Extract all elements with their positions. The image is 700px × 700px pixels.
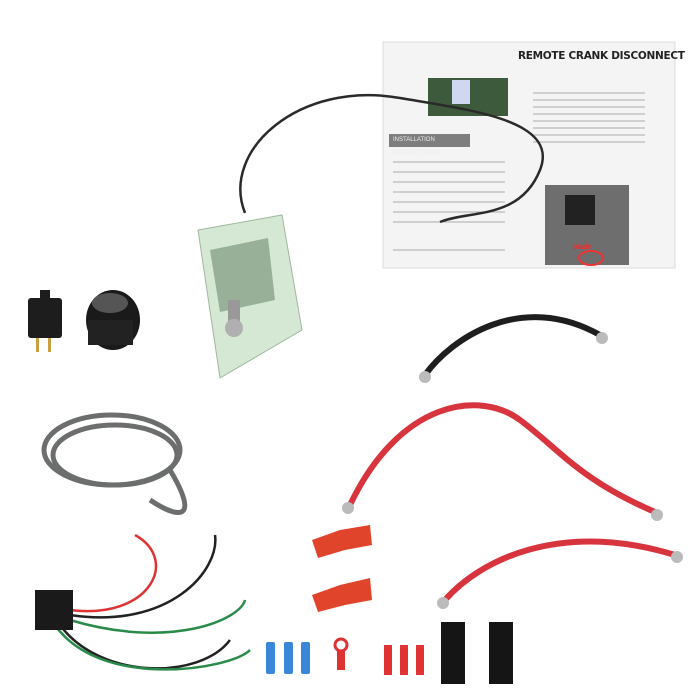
instruction-sheet: [382, 41, 676, 269]
sheet-title: REMOTE CRANK DISCONNECT: [518, 50, 685, 62]
dash-switch: [86, 290, 140, 350]
red-battery-cable-short: [442, 538, 676, 602]
photo-label: blade: [573, 244, 592, 251]
gray-wire-coil: [41, 412, 188, 515]
butt-connectors: [266, 642, 310, 674]
black-battery-cable: [422, 314, 602, 377]
black-lead-wire: [239, 93, 544, 224]
wiring-harness: [35, 533, 251, 671]
instructions-heading: INSTALLATION INSTRUCTIONS: [389, 134, 470, 156]
red-battery-cable-long: [347, 402, 657, 515]
velcro-strips: [441, 622, 513, 684]
terminal-boots: [312, 525, 372, 612]
disconnect-switch: [197, 214, 303, 379]
relay: [28, 290, 62, 352]
ring-and-spade-terminals: [333, 637, 424, 675]
